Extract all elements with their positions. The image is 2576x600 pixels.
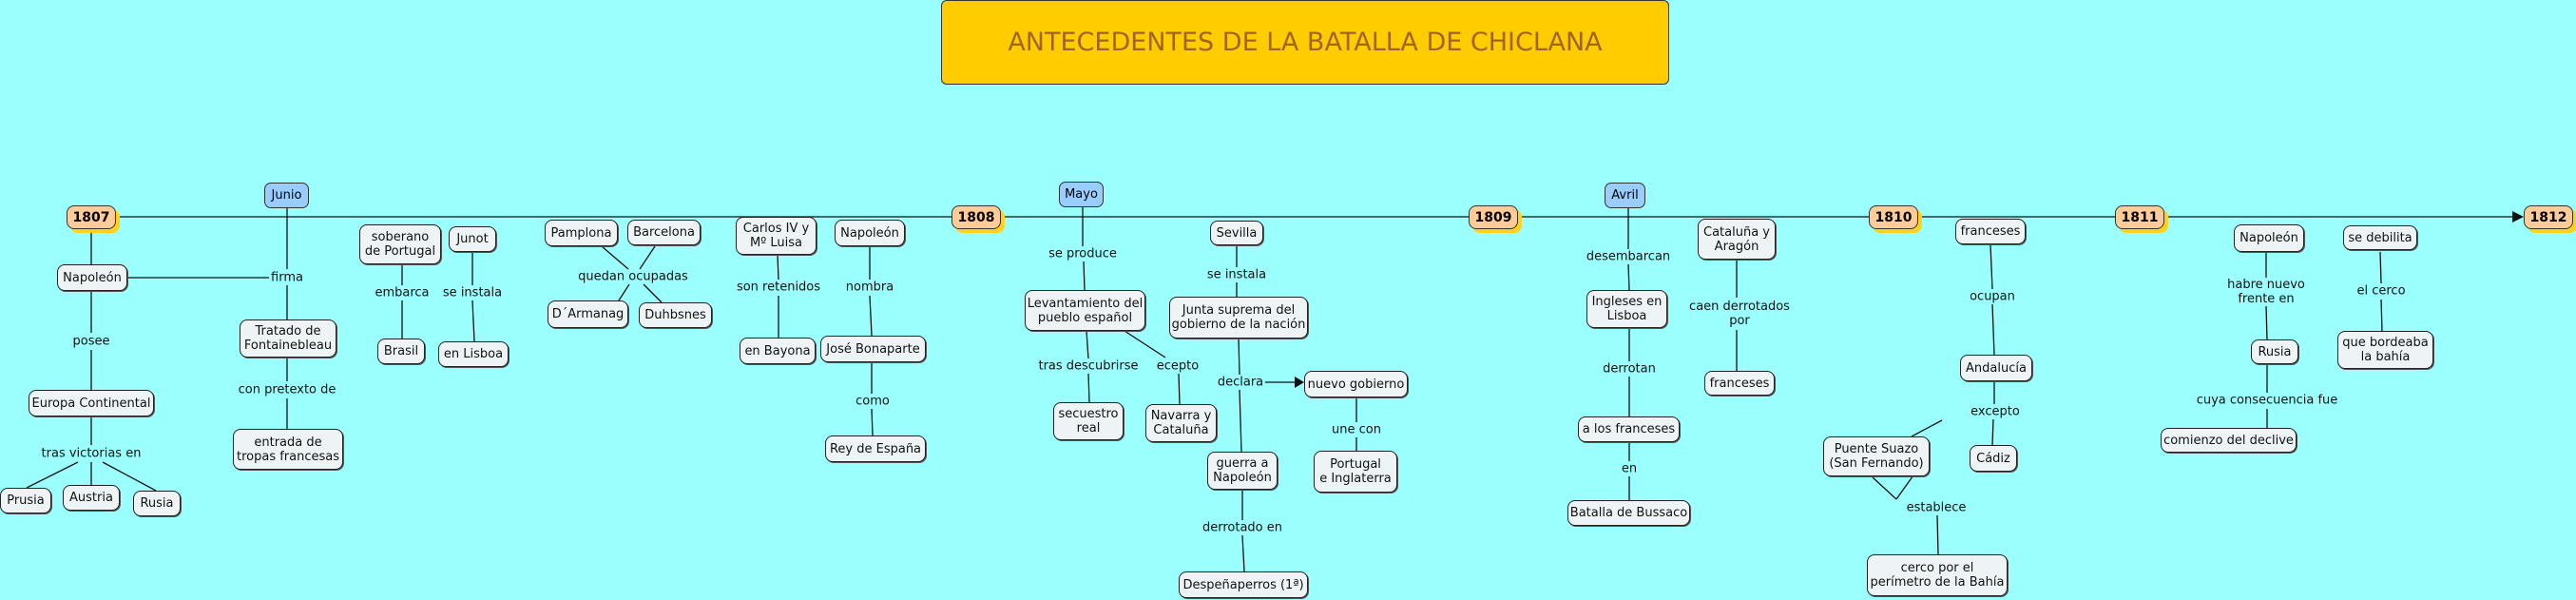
concept-a-los-franceses[interactable]: a los franceses <box>1578 416 1680 442</box>
concept-nuevo-gobierno[interactable]: nuevo gobierno <box>1304 371 1408 397</box>
concept-cerco-perimetro[interactable]: cerco por el perímetro de la Bahía <box>1867 554 2008 596</box>
concept-batalla-bussaco[interactable]: Batalla de Bussaco <box>1567 500 1690 526</box>
link-label-quedan-ocupadas: quedan ocupadas <box>576 269 690 284</box>
concept-secuestro-real[interactable]: secuestro real <box>1053 402 1124 440</box>
year-1811[interactable]: 1811 <box>2115 205 2164 229</box>
concept-rusia-1807[interactable]: Rusia <box>133 491 181 516</box>
link-label-tras-descubrirse: tras descubrirse <box>1036 358 1141 374</box>
concept-ingleses-lisboa[interactable]: Ingleses en Lisboa <box>1586 290 1667 328</box>
concept-rusia-1811[interactable]: Rusia <box>2251 339 2298 364</box>
concept-guerra-napoleon[interactable]: guerra a Napoleón <box>1207 452 1278 490</box>
concept-despenaperros[interactable]: Despeñaperros (1ª) <box>1179 571 1308 598</box>
link-label-se-produce: se produce <box>1047 246 1119 261</box>
concept-en-bayona[interactable]: en Bayona <box>740 338 816 364</box>
concept-cadiz[interactable]: Cádiz <box>1970 445 2017 472</box>
month-mayo[interactable]: Mayo <box>1059 182 1104 207</box>
timeline-arrowhead-icon <box>2512 211 2524 223</box>
concept-sevilla[interactable]: Sevilla <box>1210 221 1263 245</box>
concept-cataluna-aragon[interactable]: Cataluña y Aragón <box>1698 219 1776 260</box>
concept-junta-suprema[interactable]: Junta suprema del gobierno de la nación <box>1169 297 1308 339</box>
concept-rey-espana[interactable]: Rey de España <box>825 435 926 462</box>
concept-carlos-iv[interactable]: Carlos IV y Mº Luisa <box>736 217 817 255</box>
link-label-el-cerco: el cerco <box>2355 283 2408 299</box>
concept-se-debilita[interactable]: se debilita <box>2343 225 2417 250</box>
concept-levantamiento[interactable]: Levantamiento del pueblo español <box>1025 290 1145 331</box>
year-1812[interactable]: 1812 <box>2524 205 2573 229</box>
concept-soberano-portugal[interactable]: soberano de Portugal <box>359 224 441 264</box>
year-1807[interactable]: 1807 <box>67 205 116 229</box>
concept-napoleon-1808[interactable]: Napoleón <box>835 220 905 246</box>
link-label-derrotan: derrotan <box>1601 361 1658 377</box>
link-label-ocupan: ocupan <box>1968 289 2017 304</box>
concept-brasil[interactable]: Brasil <box>377 339 425 364</box>
link-label-cuya-consecuencia: cuya consecuencia fue <box>2194 393 2340 408</box>
concept-pamplona[interactable]: Pamplona <box>545 220 618 246</box>
link-label-se-instala: se instala <box>440 285 505 300</box>
concept-franceses-1810[interactable]: franceses <box>1955 219 2026 244</box>
link-label-son-retenidos: son retenidos <box>734 280 823 295</box>
year-1809[interactable]: 1809 <box>1469 205 1518 229</box>
concept-comienzo-declive[interactable]: comienzo del declive <box>2161 428 2297 453</box>
concept-europa-continental[interactable]: Europa Continental <box>29 390 154 416</box>
link-label-excepto: excepto <box>1969 404 2022 419</box>
link-label-posee: posee <box>70 334 112 349</box>
link-label-derrotado-en: derrotado en <box>1200 520 1285 535</box>
concept-andalucia[interactable]: Andalucía <box>1960 355 2032 381</box>
concept-franceses-1809[interactable]: franceses <box>1704 371 1775 396</box>
link-label-caen-derrotados: caen derrotados por <box>1687 300 1792 328</box>
link-label-como: como <box>854 394 892 409</box>
link-label-declara: declara <box>1215 375 1266 390</box>
link-label-en: en <box>1619 461 1640 476</box>
concept-que-bordeaba[interactable]: que bordeaba la bahía <box>2337 331 2433 369</box>
map-title: ANTECEDENTES DE LA BATALLA DE CHICLANA <box>941 0 1669 85</box>
link-label-embarca: embarca <box>373 285 432 300</box>
concept-barcelona[interactable]: Barcelona <box>627 220 701 245</box>
link-label-une-con: une con <box>1330 422 1383 437</box>
concept-austria[interactable]: Austria <box>63 485 120 511</box>
concept-prusia[interactable]: Prusia <box>0 488 51 513</box>
concept-napoleon-1811[interactable]: Napoleón <box>2234 224 2304 252</box>
concept-darmanag[interactable]: D´Armanag <box>548 300 628 328</box>
link-label-tras-victorias: tras victorias en <box>39 446 144 461</box>
year-1810[interactable]: 1810 <box>1869 205 1918 229</box>
link-label-ecepto: ecepto <box>1154 358 1201 374</box>
year-1808[interactable]: 1808 <box>952 205 1001 229</box>
arrowhead-icon <box>1295 377 1304 388</box>
concept-navarra-cataluna[interactable]: Navarra y Cataluña <box>1145 404 1217 442</box>
month-avril[interactable]: Avril <box>1605 183 1645 208</box>
concept-tratado-fontainebleau[interactable]: Tratado de Fontainebleau <box>240 319 336 358</box>
link-label-desembarcan: desembarcan <box>1584 249 1673 264</box>
link-label-habre-nuevo-frente: habre nuevo frente en <box>2225 278 2307 306</box>
link-label-firma: firma <box>269 270 305 285</box>
concept-puente-suazo[interactable]: Puente Suazo (San Fernando) <box>1823 436 1930 476</box>
concept-entrada-tropas[interactable]: entrada de tropas francesas <box>233 429 343 470</box>
link-label-se-instala-2: se instala <box>1204 267 1269 282</box>
concept-junot[interactable]: Junot <box>449 226 496 252</box>
concept-portugal-inglaterra[interactable]: Portugal e Inglaterra <box>1314 451 1397 493</box>
concept-napoleon-1807[interactable]: Napoleón <box>57 264 127 291</box>
concept-jose-bonaparte[interactable]: José Bonaparte <box>820 336 926 362</box>
link-label-pretexto: con pretexto de <box>236 382 338 397</box>
link-label-establece: establece <box>1904 500 1969 515</box>
month-junio[interactable]: Junio <box>264 183 309 208</box>
link-label-nombra: nombra <box>843 280 896 295</box>
concept-duhbsnes[interactable]: Duhbsnes <box>639 302 712 328</box>
concept-en-lisboa[interactable]: en Lisboa <box>438 341 509 367</box>
